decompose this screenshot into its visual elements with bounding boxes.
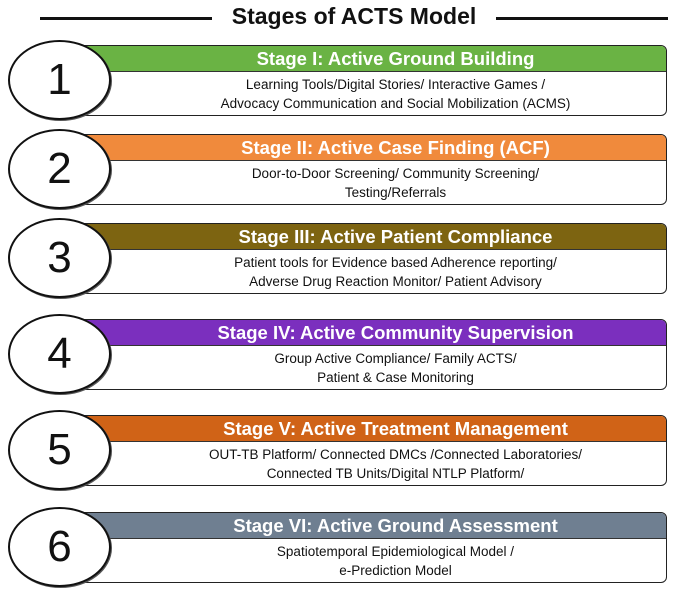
stage-2: Stage II: Active Case Finding (ACF) Door… — [0, 127, 680, 213]
stage-4: Stage IV: Active Community Supervision G… — [0, 312, 680, 398]
stage-number-circle: 5 — [8, 410, 111, 490]
stage-description-line: Connected TB Units/Digital NTLP Platform… — [266, 466, 525, 481]
stage-heading: Stage III: Active Patient Compliance — [55, 224, 666, 250]
stage-heading: Stage IV: Active Community Supervision — [55, 320, 666, 346]
stage-heading: Stage II: Active Case Finding (ACF) — [55, 135, 666, 161]
stage-description: Patient tools for Evidence based Adheren… — [55, 250, 666, 291]
stage-description: Learning Tools/Digital Stories/ Interact… — [55, 72, 666, 113]
stage-description-line: Group Active Compliance/ Family ACTS/ — [274, 351, 517, 366]
stage-6: Stage VI: Active Ground Assessment Spati… — [0, 505, 680, 591]
stage-box: Stage III: Active Patient Compliance Pat… — [54, 223, 667, 294]
stage-number-circle: 3 — [8, 218, 111, 298]
stage-number-circle: 4 — [8, 314, 111, 394]
stage-box: Stage IV: Active Community Supervision G… — [54, 319, 667, 390]
stage-description-line: Learning Tools/Digital Stories/ Interact… — [245, 77, 546, 92]
stage-description-line: Door-to-Door Screening/ Community Screen… — [251, 166, 540, 181]
stage-description-line: Spatiotemporal Epidemiological Model / — [276, 544, 515, 559]
stage-box: Stage VI: Active Ground Assessment Spati… — [54, 512, 667, 583]
stage-description: Spatiotemporal Epidemiological Model / e… — [55, 539, 666, 580]
stage-1: Stage I: Active Ground Building Learning… — [0, 38, 680, 124]
stage-description-line: Testing/Referrals — [344, 185, 447, 200]
stage-box: Stage II: Active Case Finding (ACF) Door… — [54, 134, 667, 205]
title-rule-left — [40, 17, 212, 20]
stage-heading: Stage VI: Active Ground Assessment — [55, 513, 666, 539]
title-rule-right — [496, 17, 668, 20]
stage-box: Stage V: Active Treatment Management OUT… — [54, 415, 667, 486]
stage-heading: Stage V: Active Treatment Management — [55, 416, 666, 442]
stage-number-circle: 2 — [8, 129, 111, 209]
diagram-header: Stages of ACTS Model — [0, 0, 680, 36]
stage-description: Group Active Compliance/ Family ACTS/ Pa… — [55, 346, 666, 387]
stage-description-line: Patient tools for Evidence based Adheren… — [234, 255, 557, 270]
diagram-title: Stages of ACTS Model — [231, 3, 477, 29]
stage-number-circle: 1 — [8, 40, 111, 120]
stage-box: Stage I: Active Ground Building Learning… — [54, 45, 667, 116]
stage-description: OUT-TB Platform/ Connected DMCs /Connect… — [55, 442, 666, 483]
stage-description-line: Patient & Case Monitoring — [317, 370, 474, 385]
stage-description-line: e-Prediction Model — [339, 563, 452, 578]
stage-description-line: Advocacy Communication and Social Mobili… — [220, 96, 571, 111]
stage-3: Stage III: Active Patient Compliance Pat… — [0, 216, 680, 302]
stage-description-line: Adverse Drug Reaction Monitor/ Patient A… — [249, 274, 542, 289]
stage-5: Stage V: Active Treatment Management OUT… — [0, 408, 680, 494]
stage-heading: Stage I: Active Ground Building — [55, 46, 666, 72]
stage-description: Door-to-Door Screening/ Community Screen… — [55, 161, 666, 202]
stage-description-line: OUT-TB Platform/ Connected DMCs /Connect… — [209, 447, 582, 462]
stage-number-circle: 6 — [8, 507, 111, 587]
